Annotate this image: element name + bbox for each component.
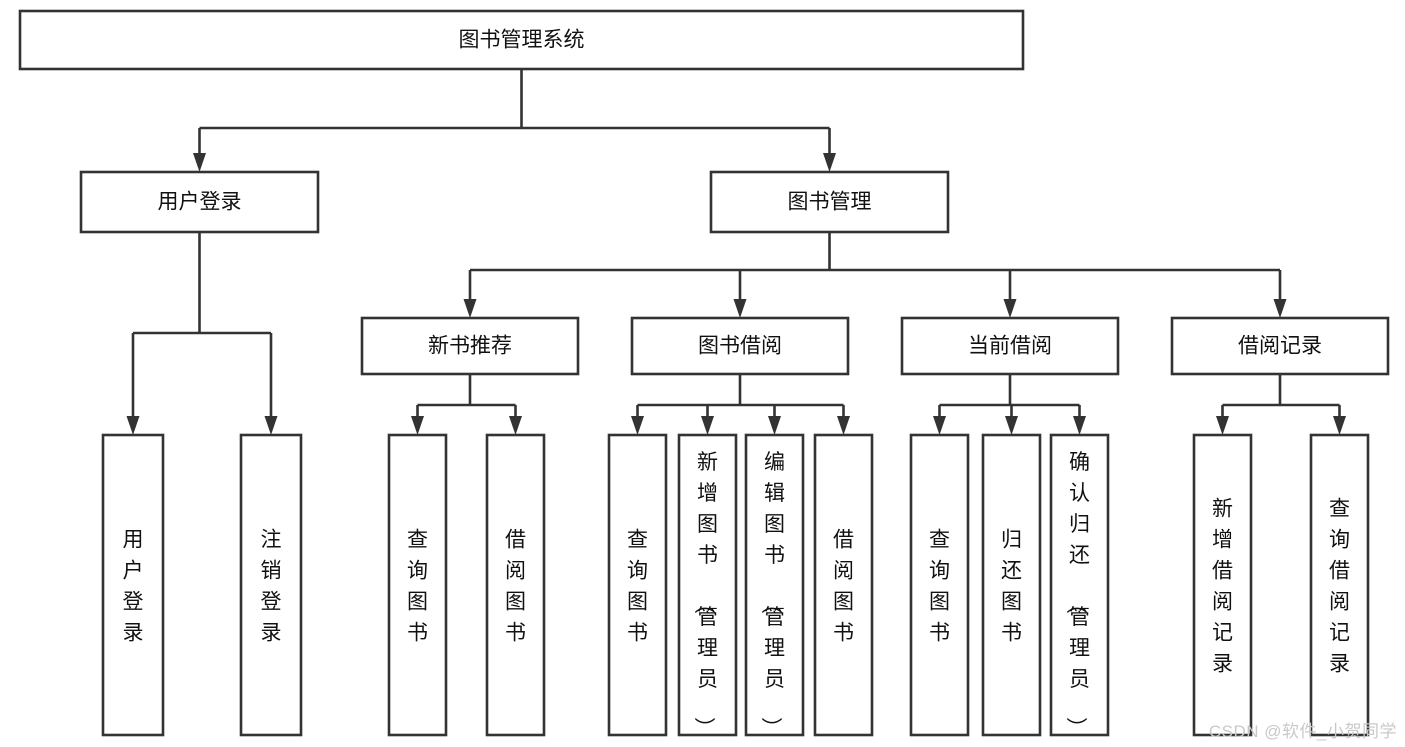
node-box [813, 433, 874, 737]
node-br-query-record[interactable]: 查询借阅记录 [1309, 433, 1370, 737]
connector-layer [126, 69, 1346, 435]
node-nbr-query-book[interactable]: 查询图书 [387, 433, 448, 737]
arrow-head-icon [1003, 299, 1017, 318]
node-cb-confirm-return[interactable]: 确认归还（管理员） [1049, 433, 1110, 738]
node-label: 借阅记录 [1238, 335, 1322, 358]
node-box [607, 433, 668, 737]
node-box [1170, 316, 1390, 376]
node-book-management[interactable]: 图书管理 [709, 170, 950, 234]
node-box [485, 433, 546, 737]
node-box [239, 433, 303, 737]
arrow-head-icon [1073, 416, 1086, 435]
node-bb-query-book[interactable]: 查询图书 [607, 433, 668, 737]
node-box [1192, 433, 1253, 737]
node-nbr-borrow-book[interactable]: 借阅图书 [485, 433, 546, 737]
node-box [981, 433, 1042, 737]
node-box [387, 433, 448, 737]
node-label: 新增图书（管理员） [692, 451, 718, 738]
node-box [101, 433, 165, 737]
arrow-head-icon [509, 416, 522, 435]
arrow-head-icon [1273, 299, 1287, 318]
node-label: 新书推荐 [428, 335, 512, 358]
node-label: 查询图书 [929, 529, 950, 645]
node-label: 查询图书 [627, 529, 648, 645]
node-root[interactable]: 图书管理系统 [18, 9, 1025, 71]
node-label: 借阅图书 [505, 529, 526, 645]
node-label: 注销登录 [261, 529, 282, 645]
node-label: 确认归还（管理员） [1064, 451, 1090, 738]
node-borrow-records[interactable]: 借阅记录 [1170, 316, 1390, 376]
arrow-head-icon [733, 299, 747, 318]
node-bb-borrow-book[interactable]: 借阅图书 [813, 433, 874, 737]
arrow-head-icon [933, 416, 946, 435]
arrow-head-icon [411, 416, 424, 435]
node-label: 编辑图书（管理员） [759, 451, 785, 738]
node-box [79, 170, 320, 234]
node-user-logout[interactable]: 注销登录 [239, 433, 303, 737]
node-label: 归还图书 [1001, 529, 1022, 645]
node-layer: 图书管理系统用户登录图书管理用户登录注销登录新书推荐查询图书借阅图书图书借阅查询… [18, 9, 1390, 738]
node-label: 图书管理系统 [459, 29, 585, 52]
node-cb-query-book[interactable]: 查询图书 [909, 433, 970, 737]
node-label: 用户登录 [123, 529, 144, 645]
node-label: 用户登录 [158, 191, 242, 214]
arrow-head-icon [126, 416, 140, 435]
node-label: 查询借阅记录 [1329, 498, 1350, 676]
arrow-head-icon [823, 153, 836, 172]
node-current-borrow[interactable]: 当前借阅 [900, 316, 1120, 376]
node-box [677, 433, 738, 737]
node-label: 借阅图书 [833, 529, 854, 645]
node-book-borrow[interactable]: 图书借阅 [630, 316, 850, 376]
watermark-label: CSDN @软件_小贺同学 [1208, 722, 1397, 741]
node-user-login[interactable]: 用户登录 [79, 170, 320, 234]
node-box [900, 316, 1120, 376]
node-label: 图书借阅 [698, 335, 782, 358]
node-box [1049, 433, 1110, 737]
node-label: 图书管理 [788, 191, 872, 214]
arrow-head-icon [264, 416, 278, 435]
node-label: 当前借阅 [968, 335, 1052, 358]
arrow-head-icon [701, 416, 714, 435]
node-bb-edit-book[interactable]: 编辑图书（管理员） [744, 433, 805, 738]
arrow-head-icon [193, 153, 206, 172]
node-new-book-recommend[interactable]: 新书推荐 [360, 316, 580, 376]
arrow-head-icon [837, 416, 850, 435]
node-box [909, 433, 970, 737]
node-box [18, 9, 1025, 71]
arrow-head-icon [768, 416, 781, 435]
arrow-head-icon [631, 416, 644, 435]
node-cb-return-book[interactable]: 归还图书 [981, 433, 1042, 737]
arrow-head-icon [463, 299, 477, 318]
arrow-head-icon [1216, 416, 1229, 435]
node-box [1309, 433, 1370, 737]
node-box [360, 316, 580, 376]
node-box [630, 316, 850, 376]
node-do-user-login[interactable]: 用户登录 [101, 433, 165, 737]
arrow-head-icon [1005, 416, 1018, 435]
node-br-add-record[interactable]: 新增借阅记录 [1192, 433, 1253, 737]
node-label: 查询图书 [407, 529, 428, 645]
node-label: 新增借阅记录 [1212, 498, 1233, 676]
arrow-head-icon [1333, 416, 1346, 435]
node-bb-add-book[interactable]: 新增图书（管理员） [677, 433, 738, 738]
node-box [744, 433, 805, 737]
node-box [709, 170, 950, 234]
